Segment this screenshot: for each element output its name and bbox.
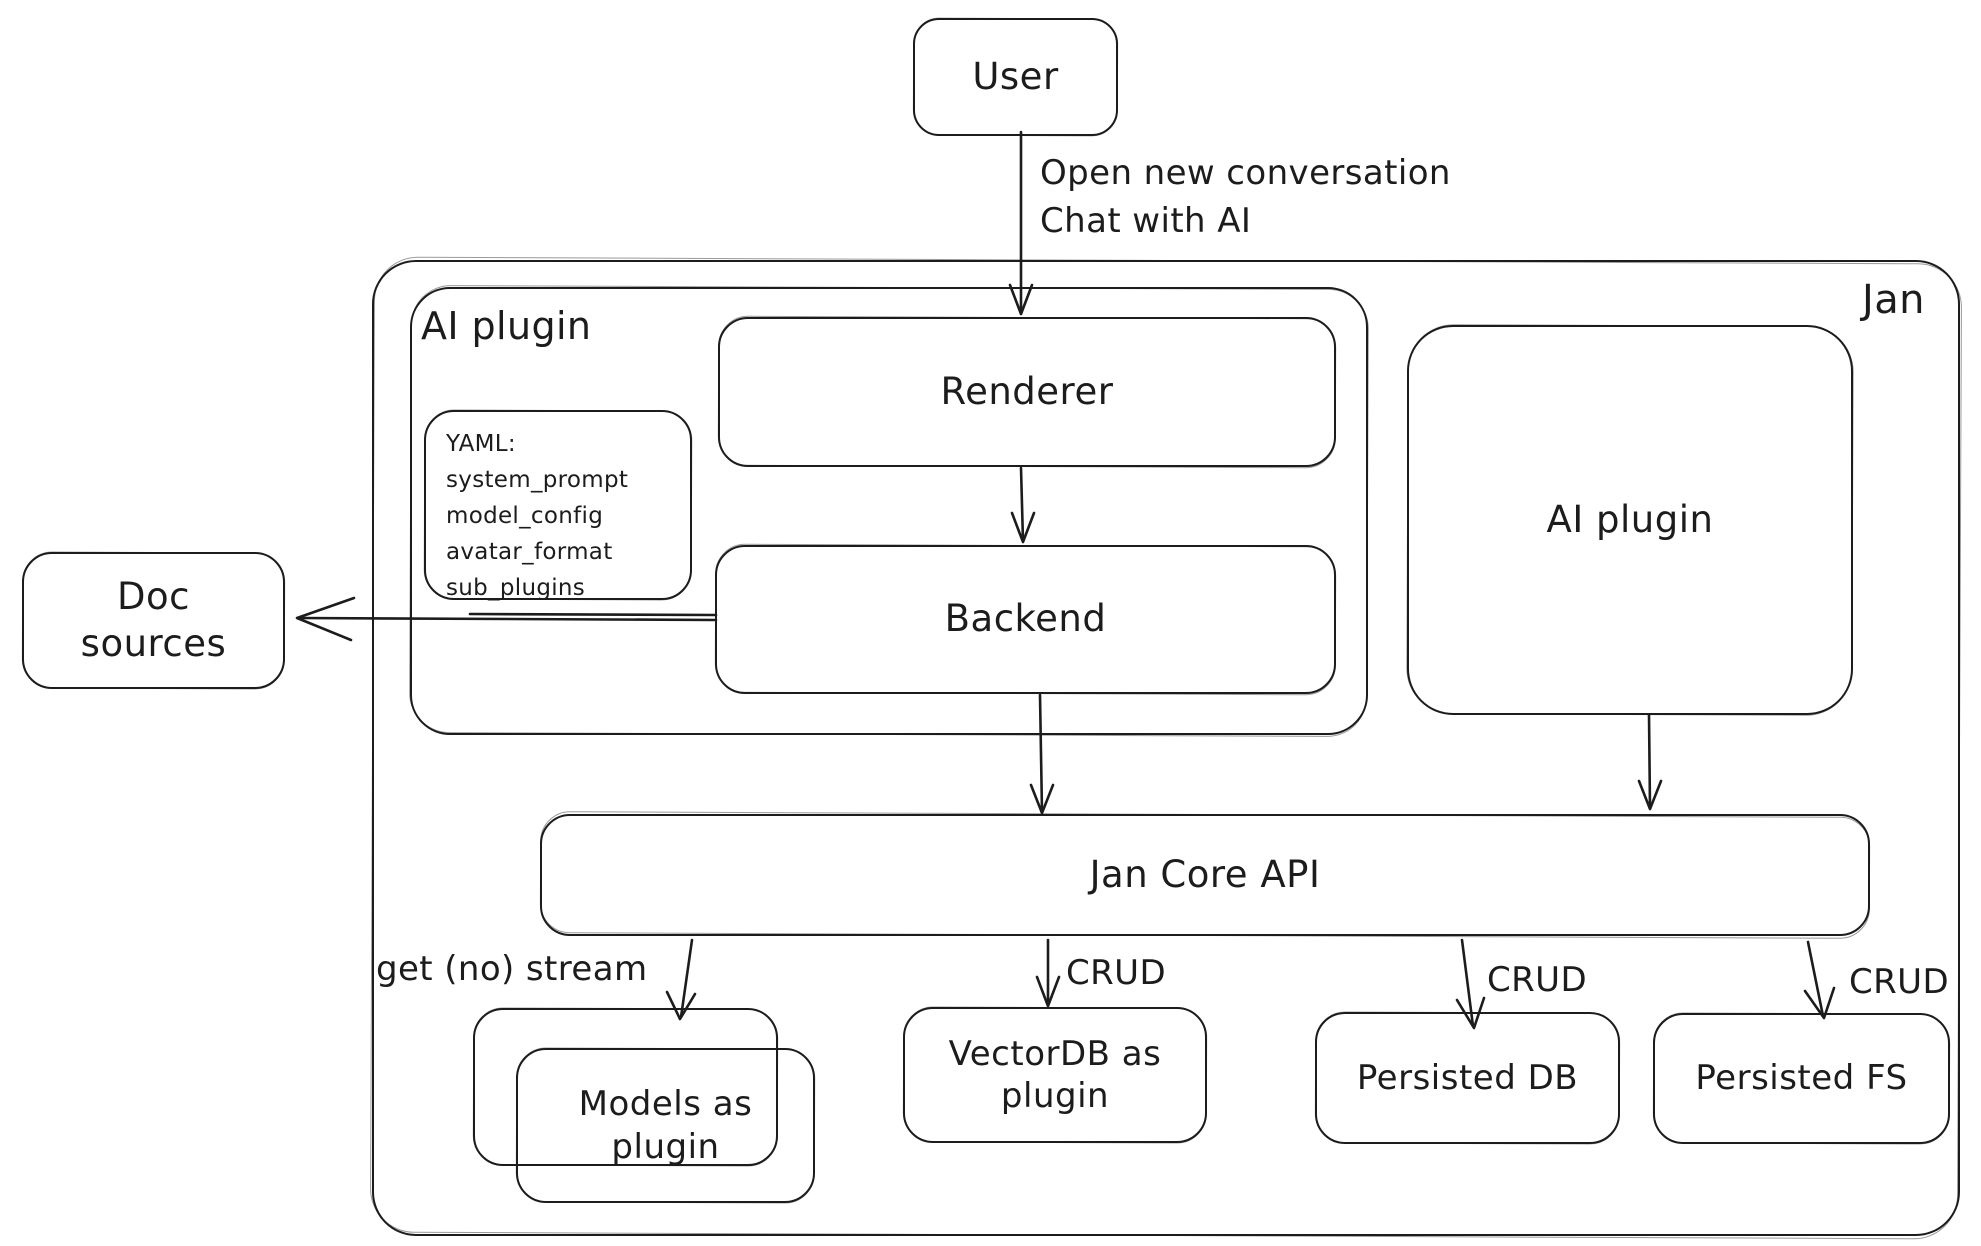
edge-label-crud-persisted-db: CRUD: [1487, 960, 1588, 1000]
edge-label-line-2: Chat with AI: [1040, 200, 1252, 241]
edge-label-crud-persisted-fs: CRUD: [1849, 962, 1950, 1002]
yaml-note-title: YAML:: [446, 431, 516, 457]
yaml-note-field: model_config: [446, 503, 604, 529]
yaml-note-text: YAML: system_prompt model_config avatar_…: [426, 412, 690, 601]
edge-label-line-1: Open new conversation: [1040, 153, 1451, 193]
renderer-box: Renderer: [718, 317, 1336, 467]
yaml-note-field: avatar_format: [446, 539, 613, 565]
edge-label-user-to-renderer: Open new conversation Chat with AI: [1040, 150, 1451, 245]
renderer-box-label: Renderer: [940, 369, 1114, 413]
vectordb-as-plugin-box: VectorDB as plugin: [903, 1007, 1207, 1143]
models-as-plugin-box-label: Models as plugin: [578, 1084, 753, 1167]
jan-container-box: [372, 260, 1960, 1236]
jan-container-label: Jan: [1862, 277, 1925, 323]
persisted-db-box: Persisted DB: [1315, 1012, 1620, 1144]
edge-label-crud-vectordb: CRUD: [1066, 953, 1167, 993]
jan-core-api-box: Jan Core API: [540, 814, 1870, 936]
models-as-plugin-box: Models as plugin: [516, 1048, 815, 1203]
persisted-fs-box-label: Persisted FS: [1695, 1058, 1908, 1099]
backend-box: Backend: [715, 545, 1336, 694]
vectordb-as-plugin-box-label: VectorDB as plugin: [948, 1033, 1162, 1117]
yaml-note-field: system_prompt: [446, 467, 629, 493]
user-box: User: [913, 18, 1118, 136]
backend-box-label: Backend: [944, 597, 1107, 641]
persisted-fs-box: Persisted FS: [1653, 1013, 1950, 1144]
doc-sources-box-label: Doc sources: [80, 575, 227, 665]
ai-plugin-box-label: AI plugin: [1546, 497, 1714, 541]
ai-plugin-group-label: AI plugin: [421, 304, 592, 348]
doc-sources-box: Doc sources: [22, 552, 285, 689]
user-box-label: User: [972, 54, 1059, 98]
yaml-note-box: YAML: system_prompt model_config avatar_…: [424, 410, 692, 601]
ai-plugin-group-box: [410, 287, 1368, 735]
ai-plugin-box: AI plugin: [1407, 325, 1853, 715]
persisted-db-box-label: Persisted DB: [1356, 1057, 1579, 1098]
yaml-note-field: sub_plugins: [446, 575, 586, 601]
jan-core-api-box-label: Jan Core API: [1089, 852, 1321, 896]
edge-label-get-no-stream: get (no) stream: [376, 949, 648, 989]
